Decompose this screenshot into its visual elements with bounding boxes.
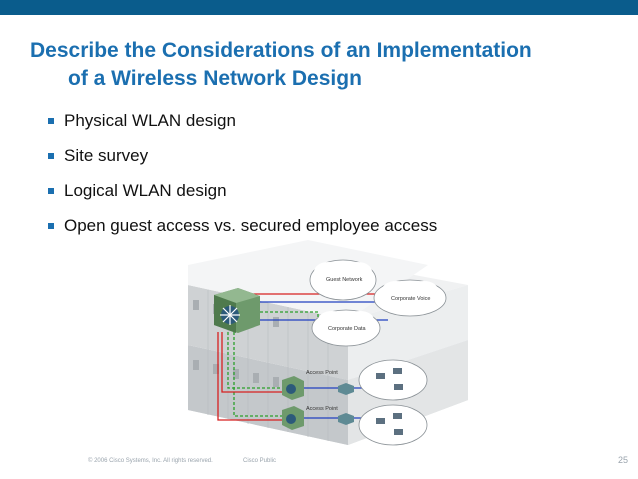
core-switch-icon bbox=[214, 288, 260, 333]
bullet-square-icon bbox=[48, 118, 54, 124]
corporate-data-label: Corporate Data bbox=[328, 326, 367, 332]
corporate-voice-label: Corporate Voice bbox=[391, 296, 430, 302]
bullet-text: Physical WLAN design bbox=[64, 111, 236, 130]
guest-network-label: Guest Network bbox=[326, 277, 363, 283]
access-point-icon bbox=[338, 383, 354, 395]
wireless-network-diagram: Guest Network Corporate Voice Corporate … bbox=[188, 240, 468, 446]
client-cloud-1 bbox=[358, 359, 428, 401]
access-point-label: Access Point bbox=[306, 406, 338, 412]
bullet-square-icon bbox=[48, 223, 54, 229]
footer-copyright: © 2006 Cisco Systems, Inc. All rights re… bbox=[88, 458, 213, 464]
access-point-label: Access Point bbox=[306, 370, 338, 376]
page-number: 25 bbox=[618, 455, 629, 465]
top-bar bbox=[0, 0, 638, 15]
bullet-item: Physical WLAN design bbox=[48, 110, 437, 145]
corporate-voice-cloud: Corporate Voice bbox=[373, 279, 447, 317]
bullet-list: Physical WLAN design Site survey Logical… bbox=[48, 110, 437, 250]
client-cloud-2 bbox=[358, 404, 428, 446]
bullet-text: Site survey bbox=[64, 146, 149, 165]
slide-title: Describe the Considerations of an Implem… bbox=[30, 37, 630, 93]
corporate-data-cloud: Corporate Data bbox=[311, 309, 381, 347]
access-switch-icon bbox=[282, 406, 304, 430]
bullet-text: Logical WLAN design bbox=[64, 181, 227, 200]
bullet-item: Site survey bbox=[48, 145, 437, 180]
bullet-item: Logical WLAN design bbox=[48, 180, 437, 215]
access-point-icon bbox=[338, 413, 354, 425]
bullet-square-icon bbox=[48, 188, 54, 194]
bullet-square-icon bbox=[48, 153, 54, 159]
bullet-item: Open guest access vs. secured employee a… bbox=[48, 215, 437, 250]
bullet-text: Open guest access vs. secured employee a… bbox=[64, 216, 438, 235]
access-switch-icon bbox=[282, 376, 304, 400]
guest-network-cloud: Guest Network bbox=[309, 259, 377, 301]
footer-classification: Cisco Public bbox=[243, 458, 277, 464]
title-line-2: of a Wireless Network Design bbox=[68, 67, 362, 90]
title-line-1: Describe the Considerations of an Implem… bbox=[30, 39, 532, 62]
